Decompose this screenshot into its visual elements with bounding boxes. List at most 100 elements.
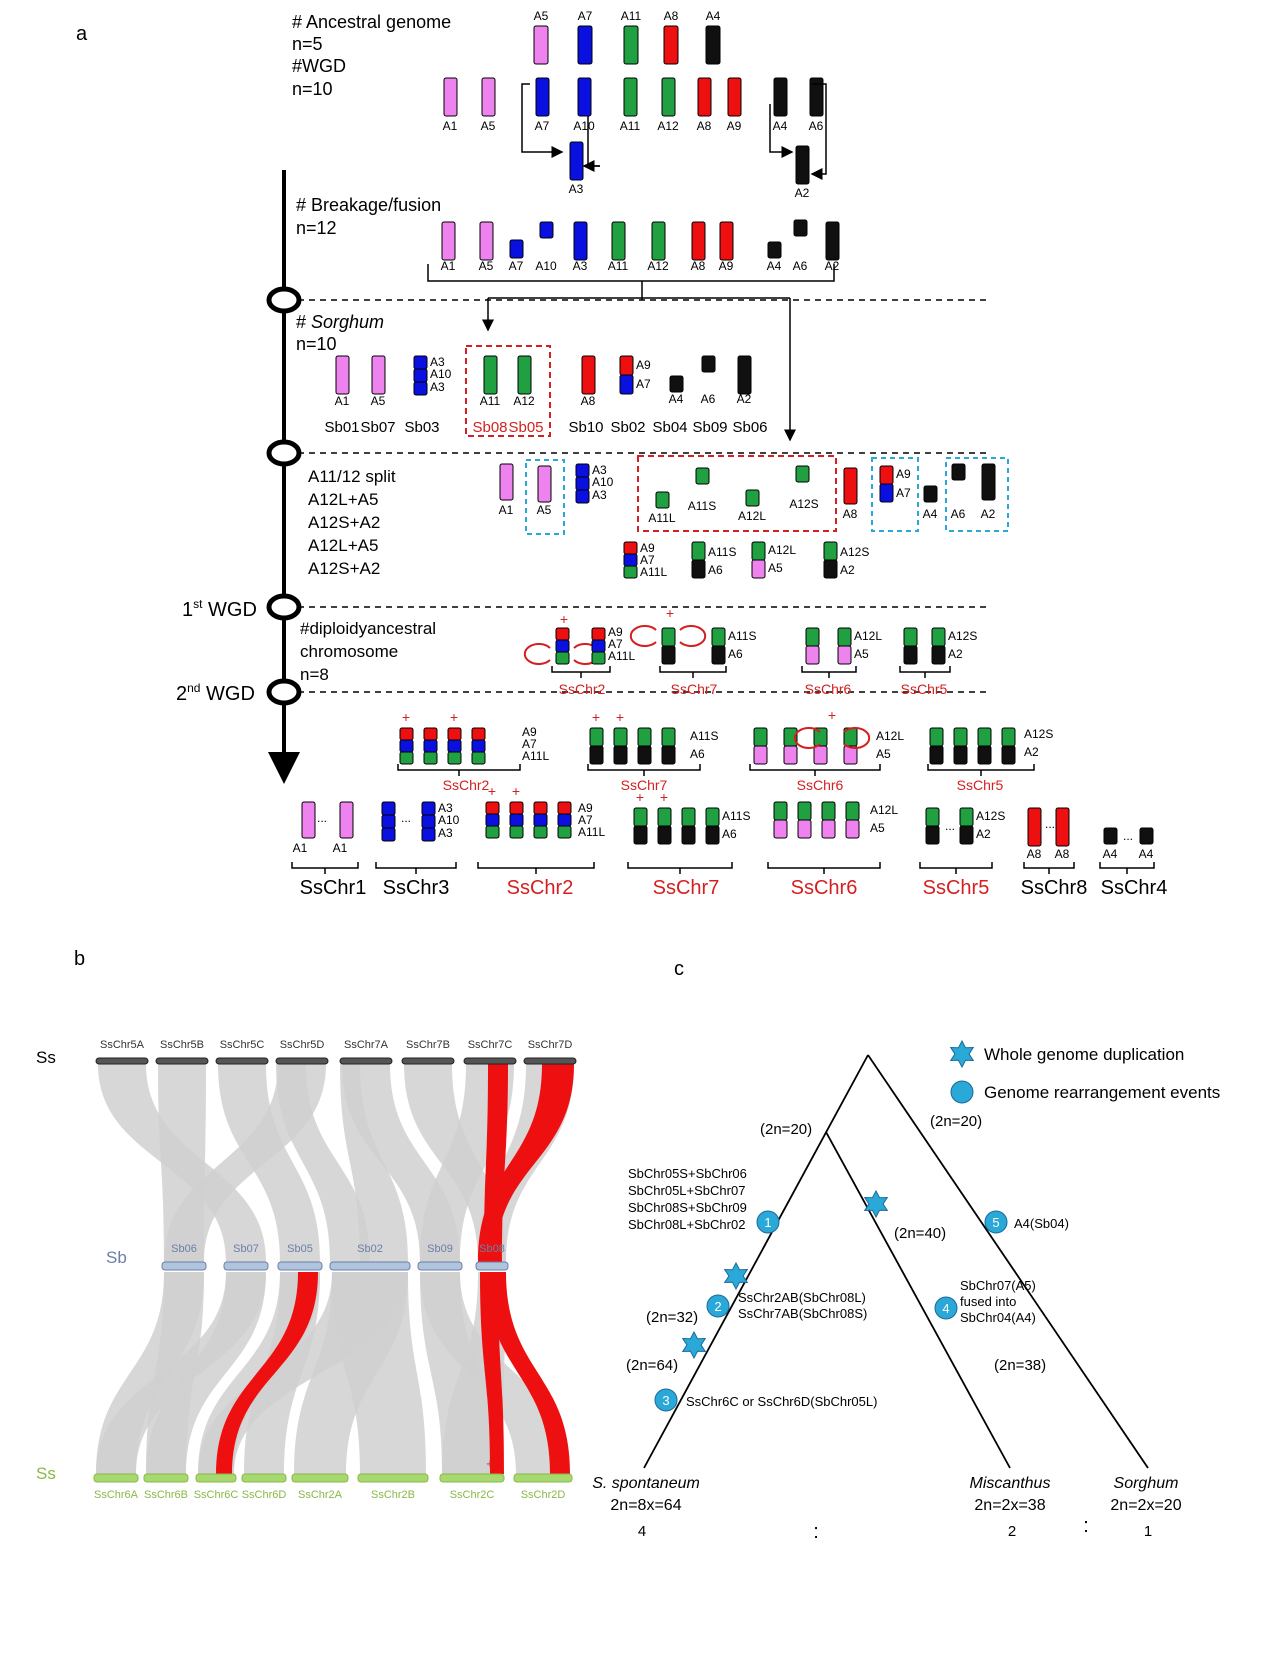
final-group-label: SsChr2 [507, 877, 574, 899]
plus-mark: + [402, 709, 410, 725]
ancestral-chromosome [705, 25, 721, 65]
taxon-ploidy: 2n=2x=38 [974, 1497, 1045, 1514]
wgd-label: A10 [573, 119, 595, 133]
rearrangement-arc [843, 727, 871, 749]
chromosome [371, 355, 386, 395]
label: A5 [537, 503, 552, 517]
event-text: SsChr2AB(SbChr08L) [738, 1290, 866, 1305]
breakage-chromosome [539, 221, 554, 239]
plus-mark: + [616, 709, 624, 725]
group-bracket [919, 862, 993, 874]
ratio-colon: : [1083, 1515, 1089, 1537]
breakage-chromosome [573, 221, 588, 261]
breakage-label: A3 [573, 259, 588, 273]
chromosome [517, 355, 532, 395]
label: A11S [728, 629, 756, 643]
label: A12S [1024, 727, 1053, 741]
legend: Whole genome duplication Genome rearrang… [949, 1039, 1220, 1104]
ss-bottom-bar [357, 1473, 429, 1483]
group-bracket [587, 764, 701, 776]
label: A12S [976, 809, 1005, 823]
group-bracket [375, 862, 457, 874]
taxon-ratio: 2 [1008, 1523, 1016, 1540]
wgd-n: n=10 [292, 79, 333, 99]
taxon-ploidy: 2n=2x=20 [1110, 1497, 1181, 1514]
label: A1 [333, 841, 348, 855]
chromosome-segment [705, 807, 720, 827]
label: ... [401, 811, 411, 825]
group-bracket [291, 862, 359, 874]
event-number: 5 [992, 1215, 999, 1230]
ancestral-label: A8 [664, 9, 679, 23]
wgd-chromosome [697, 77, 712, 117]
diploid-line: n=8 [300, 665, 329, 684]
chromosome-segment [423, 727, 438, 741]
chromosome-segment [555, 651, 570, 665]
ss-bottom-chrom-label: SsChr6A [94, 1489, 139, 1501]
chromosome-segment [623, 553, 638, 567]
label: A9 [578, 801, 593, 815]
synteny-ribbon [276, 1064, 370, 1262]
event-text: SbChr07(A5) [960, 1278, 1036, 1293]
chromosome-segment [533, 825, 548, 839]
ss-top-label: SsChr5C [220, 1039, 265, 1051]
event-circle-icon [934, 1296, 958, 1320]
label: SsChr7 [621, 777, 668, 793]
label: A5 [876, 747, 891, 761]
wgd-chromosome [727, 77, 742, 117]
chromosome-segment [1001, 745, 1016, 765]
event-text: SbChr04(A4) [960, 1310, 1036, 1325]
chromosome-segment [813, 727, 828, 747]
ss-bottom-chrom-label: SsChr2C [450, 1489, 495, 1501]
chromosome-segment [421, 801, 436, 816]
ss-top-bar [523, 1057, 577, 1065]
synteny-links [96, 1064, 574, 1474]
chromosome-segment [509, 813, 524, 827]
chromosome-segment [681, 825, 696, 845]
split-line: A12S+A2 [308, 559, 380, 578]
sb-label: Sb [106, 1248, 127, 1267]
label: ... [317, 811, 327, 825]
synteny-ribbon [218, 1064, 320, 1262]
chromosome-segment [613, 745, 628, 765]
label: A3 [430, 380, 445, 394]
ss-bottom-chrom-label: SsChr2A [298, 1489, 343, 1501]
sb-chrom-label: Sb05 [287, 1243, 313, 1255]
chromosome-segment [399, 751, 414, 765]
plus-mark: + [636, 789, 644, 805]
event-text: SbChr05L+SbChr07 [628, 1183, 745, 1198]
rearrangement-arc [523, 643, 551, 665]
ss-red-label: SsChr2 [559, 681, 606, 697]
chromosome [301, 801, 316, 839]
label: A3 [438, 826, 453, 840]
ss-top-label: Ss [36, 1048, 56, 1067]
chromosome-segment [591, 639, 606, 653]
chromosome [843, 467, 858, 505]
chromosome-segment [705, 825, 720, 845]
chromosome-segment [555, 639, 570, 653]
chromosome-segment [591, 651, 606, 665]
final-group-label: SsChr8 [1021, 877, 1088, 899]
ancestral-label: A5 [534, 9, 549, 23]
plus-mark: + [550, 1456, 558, 1471]
chromosome-segment [657, 825, 672, 845]
breakage-label: A8 [691, 259, 706, 273]
label: A7 [640, 553, 655, 567]
breakage-label: A4 [767, 259, 782, 273]
chromosome-segment [773, 801, 788, 821]
chromosome-segment [931, 645, 946, 665]
breakage-label: A11 [608, 259, 629, 273]
plus-mark: + [450, 709, 458, 725]
chromosome-segment [903, 627, 918, 647]
label: SsChr5 [957, 777, 1004, 793]
group-bracket [627, 862, 733, 874]
chromosome-segment [929, 727, 944, 747]
group-bracket [1099, 862, 1155, 874]
sorghum-n: n=10 [296, 334, 337, 354]
sb-bar [223, 1261, 269, 1271]
chromosome-segment [959, 825, 974, 845]
chromosome-segment [661, 645, 676, 665]
legend-wgd-text: Whole genome duplication [984, 1045, 1184, 1064]
label: A8 [843, 507, 858, 521]
ss-top-label: SsChr7A [344, 1039, 389, 1051]
